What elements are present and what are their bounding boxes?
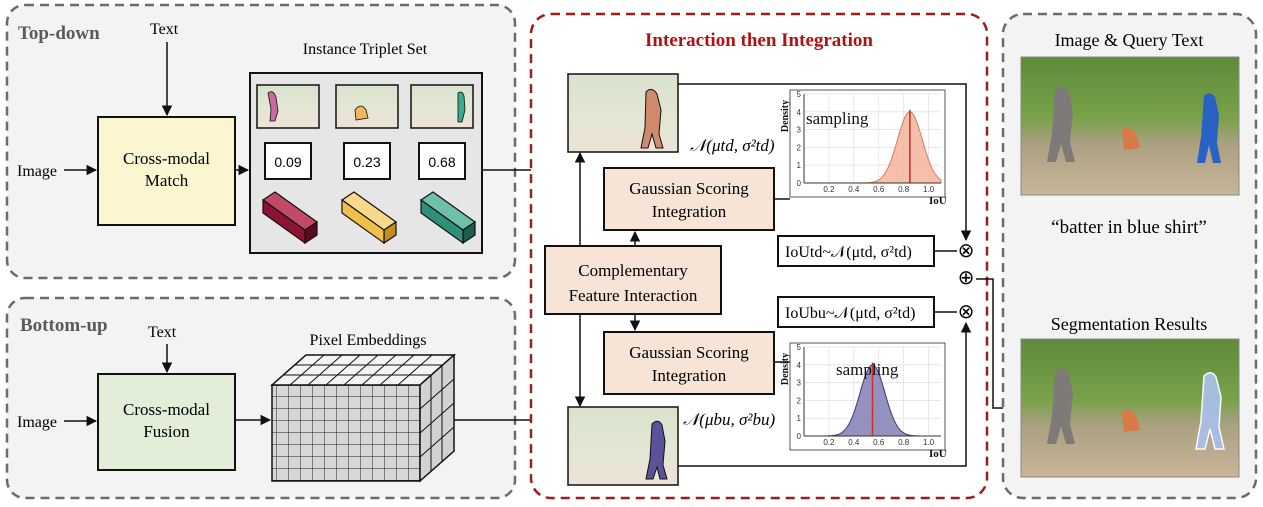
bottom-up-panel: Bottom-up Text Image Cross-modal Fusion … [5, 296, 562, 500]
x-tick-label: 1.0 [923, 438, 935, 447]
image-query-title: Image & Query Text [1055, 30, 1204, 50]
top-down-image-label: Image [17, 163, 57, 180]
x-tick-label: 0.6 [873, 438, 885, 447]
top-down-result-thumbnail [567, 73, 679, 153]
cfi-line2: Feature Interaction [569, 286, 698, 305]
pixel-embeddings-cube [270, 353, 456, 483]
y-tick-label: 2 [797, 143, 802, 152]
y-tick-label: 5 [797, 343, 802, 352]
multiply-bu-icon: ⊗ [958, 301, 975, 323]
score-3: 0.68 [428, 154, 455, 170]
multiply-td-icon: ⊗ [958, 240, 975, 262]
triplet-thumbnail-2 [335, 84, 399, 129]
y-tick-label: 3 [797, 379, 802, 388]
score-box-2 [343, 142, 391, 180]
complementary-feature-interaction-box [544, 245, 722, 315]
y-tick-label: 0 [797, 432, 802, 441]
query-text: “batter in blue shirt” [1051, 217, 1207, 238]
score-1: 0.09 [274, 154, 301, 170]
y-tick-label: 5 [797, 90, 802, 99]
pixel-embeddings-title: Pixel Embeddings [310, 332, 427, 349]
feature-cuboid-yellow [340, 191, 398, 245]
top-down-title: Top-down [18, 23, 100, 44]
bottom-up-title: Bottom-up [20, 315, 108, 336]
iou-td-box [777, 235, 935, 267]
x-tick-label: 0.8 [898, 185, 910, 194]
segmentation-results-title: Segmentation Results [1051, 314, 1208, 334]
x-tick-label: 0.8 [898, 438, 910, 447]
segmentation-result-image [1020, 338, 1240, 478]
gsi-top-line1: Gaussian Scoring [629, 179, 749, 198]
x-tick-label: 0.6 [873, 185, 885, 194]
center-title: Interaction then Integration [645, 30, 873, 51]
density-axis-label: Density [780, 353, 791, 385]
add-icon: ⊕ [958, 267, 975, 289]
match-box-line2: Match [145, 171, 189, 190]
cross-modal-fusion-box [97, 373, 236, 471]
x-tick-label: 0.2 [823, 185, 835, 194]
feature-cuboid-red [261, 191, 319, 245]
score-box-3 [418, 142, 466, 180]
score-box-1 [264, 142, 312, 180]
feature-cuboid-teal [419, 191, 477, 245]
triplet-thumbnail-3 [410, 84, 474, 129]
bottom-up-text-label: Text [148, 324, 177, 341]
y-tick-label: 4 [797, 361, 802, 370]
match-box-line1: Cross-modal [123, 149, 210, 168]
iou-td-label: IoUtd~𝒩(μtd, σ²td) [785, 244, 912, 261]
dist-bu-label: 𝒩(μbu, σ²bu) [683, 410, 775, 429]
iou-axis-label: IoU [929, 448, 947, 460]
query-image [1020, 56, 1240, 196]
bottom-up-result-thumbnail [567, 406, 679, 486]
x-tick-label: 1.0 [923, 185, 935, 194]
triplet-set-title: Instance Triplet Set [303, 41, 428, 58]
sampling-label: sampling [806, 109, 869, 128]
fusion-box-line2: Fusion [143, 422, 190, 441]
dist-td-label: 𝒩(μtd, σ²td) [690, 136, 775, 155]
gsi-bottom-line2: Integration [652, 366, 727, 385]
cfi-line1: Complementary [578, 261, 688, 280]
density-axis-label: Density [780, 100, 791, 132]
y-tick-label: 1 [797, 414, 802, 423]
y-tick-label: 3 [797, 126, 802, 135]
score-2: 0.23 [353, 154, 380, 170]
top-down-panel: Top-down Text Image Cross-modal Match In… [5, 3, 517, 280]
gaussian-scoring-bottom-box [603, 331, 775, 395]
sampling-label: sampling [836, 360, 899, 379]
interaction-integration-panel: Interaction then Integration Complementa… [529, 12, 989, 500]
x-tick-label: 0.2 [823, 438, 835, 447]
fusion-box-line1: Cross-modal [123, 400, 210, 419]
y-tick-label: 1 [797, 161, 802, 170]
bottom-up-image-label: Image [17, 414, 57, 431]
y-tick-label: 2 [797, 396, 802, 405]
gsi-bottom-line1: Gaussian Scoring [629, 343, 749, 362]
cross-modal-match-box [97, 116, 236, 226]
x-tick-label: 0.4 [848, 185, 860, 194]
results-panel: Image & Query Text “batter in blue shirt… [1001, 12, 1258, 500]
y-tick-label: 0 [797, 179, 802, 188]
iou-bu-box [777, 296, 935, 328]
gsi-top-line2: Integration [652, 202, 727, 221]
x-tick-label: 0.4 [848, 438, 860, 447]
top-down-text-label: Text [150, 21, 179, 38]
iou-axis-label: IoU [929, 195, 947, 207]
y-tick-label: 4 [797, 108, 802, 117]
gaussian-scoring-top-box [603, 167, 775, 231]
triplet-thumbnail-1 [256, 84, 320, 129]
iou-bu-label: IoUbu~𝒩(μtd, σ²td) [785, 305, 915, 322]
